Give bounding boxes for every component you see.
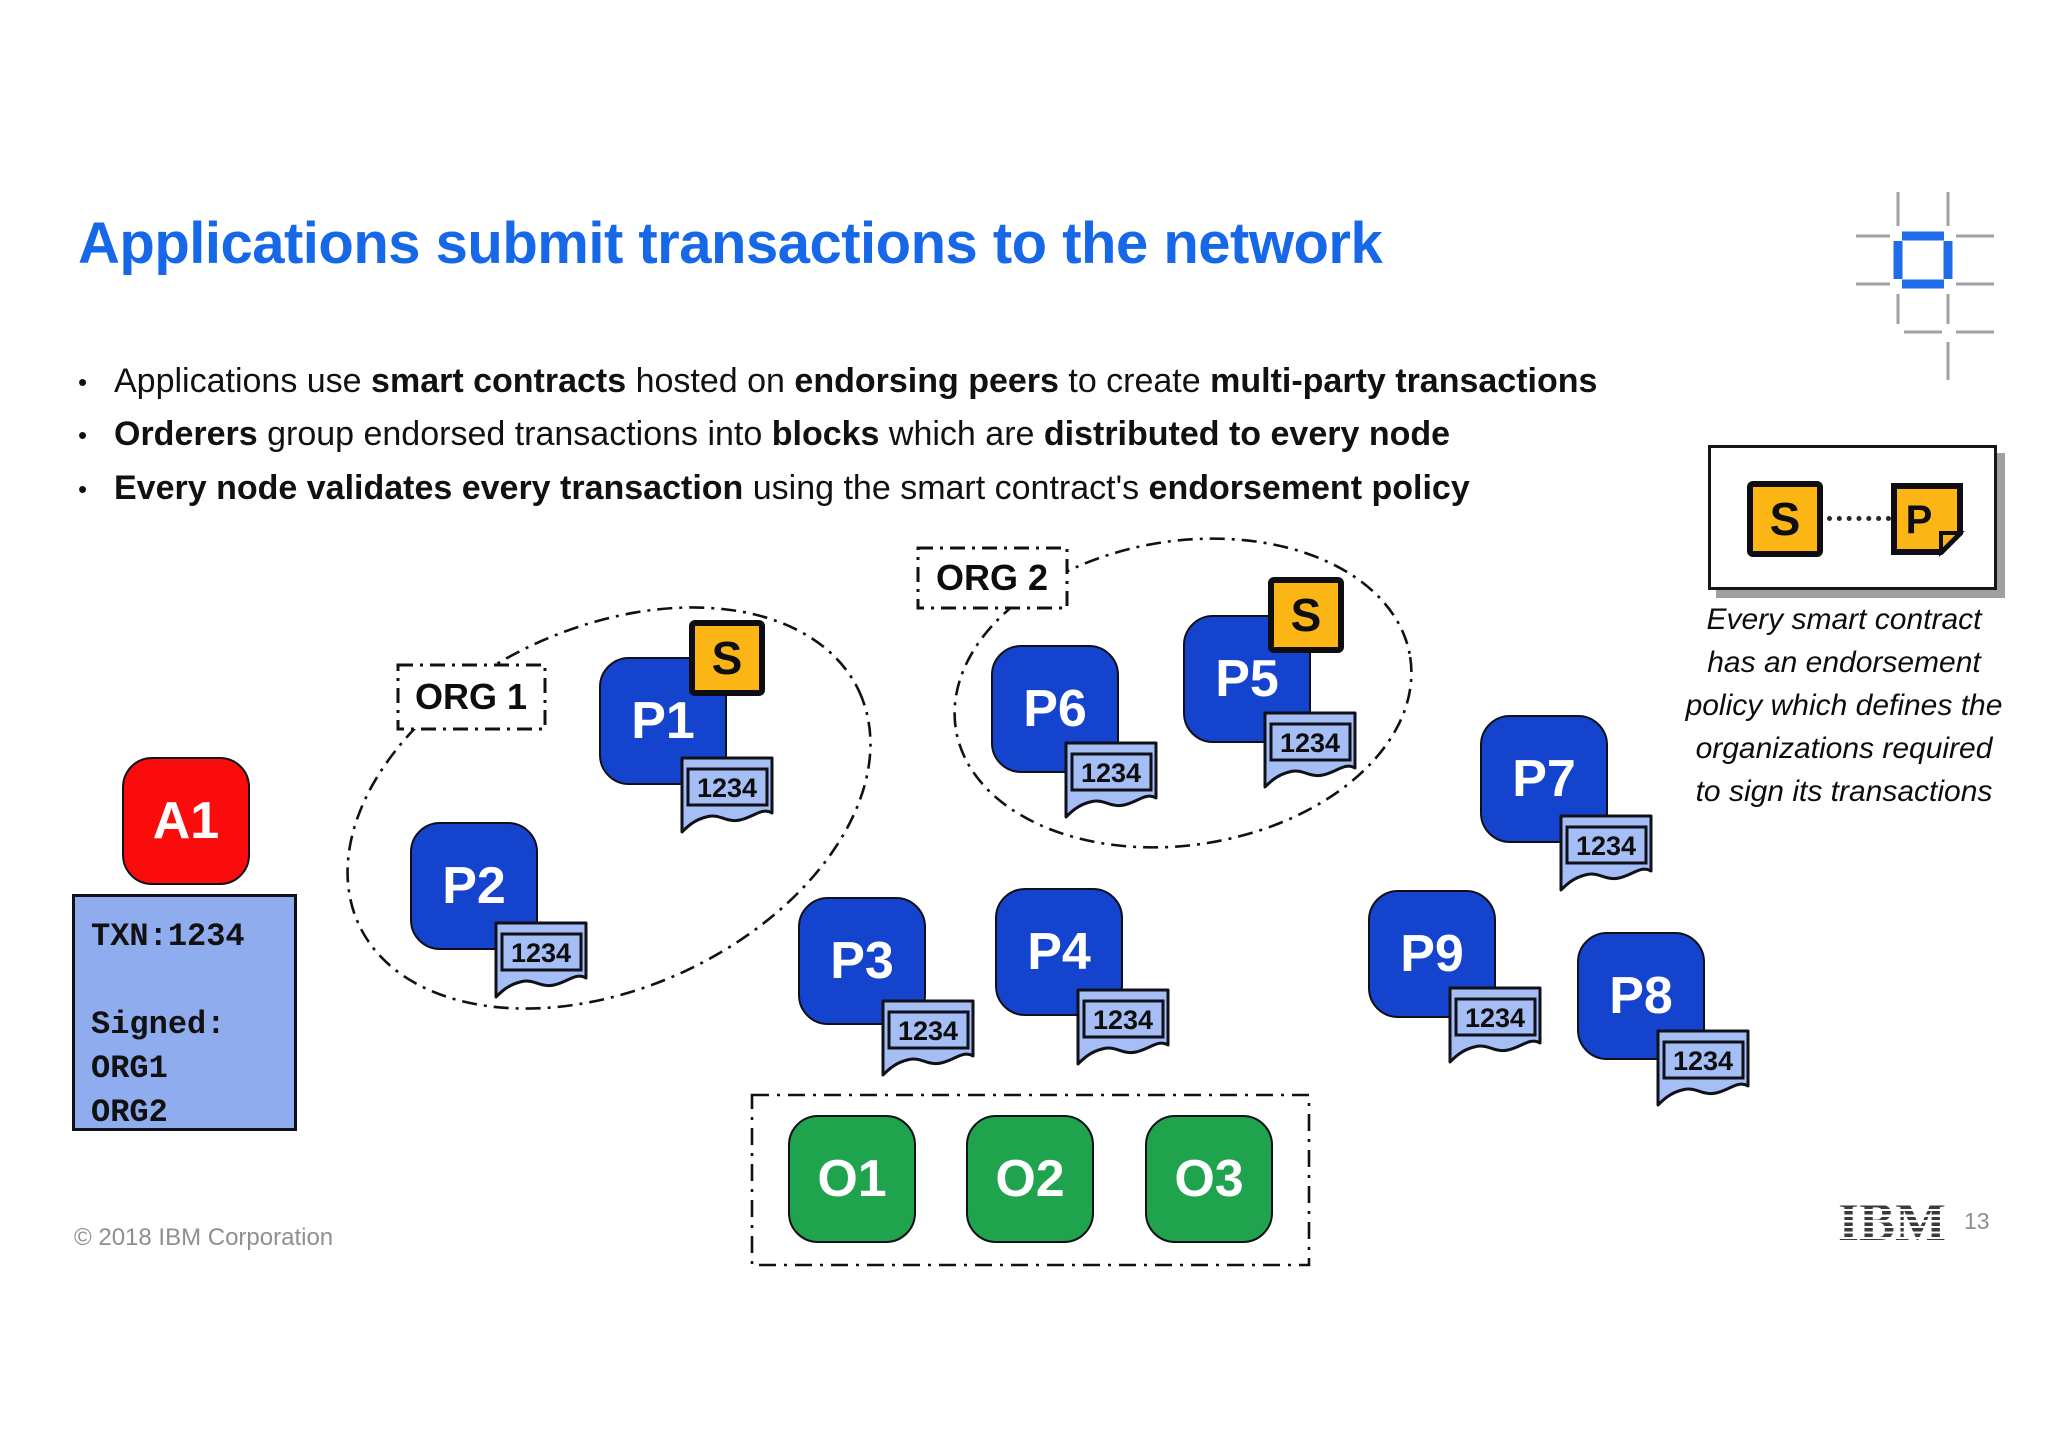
- block-doc-p8: 1234: [1655, 1028, 1752, 1117]
- block-doc-p5: 1234: [1262, 710, 1359, 799]
- block-doc-p3: 1234: [880, 998, 977, 1087]
- svg-text:1234: 1234: [697, 773, 757, 803]
- org2-label-box: ORG 2: [916, 546, 1069, 610]
- bullet-text: Orderers group endorsed transactions int…: [114, 415, 1451, 453]
- svg-text:1234: 1234: [1280, 728, 1340, 758]
- page-number: 13: [1964, 1208, 1990, 1234]
- block-doc-p1: 1234: [679, 755, 776, 844]
- smart-contract-badge-2: S: [1268, 577, 1344, 653]
- svg-text:1234: 1234: [1465, 1003, 1525, 1033]
- bullet-text: Every node validates every transaction u…: [114, 469, 1470, 507]
- txn-line-2: [91, 959, 294, 1003]
- svg-text:1234: 1234: [511, 938, 571, 968]
- legend-caption-line-5: to sign its transactions: [1695, 775, 1993, 808]
- application-node: A1: [122, 757, 250, 885]
- block-doc-p6: 1234: [1063, 740, 1160, 829]
- bullet-marker: •: [78, 474, 88, 504]
- legend-caption: Every smart contract has an endorsement po…: [1646, 598, 2042, 813]
- peer-node-p8: P8: [1577, 932, 1705, 1060]
- org1-label-border: [396, 663, 547, 731]
- bullet-item-3: • Every node validates every transaction …: [78, 467, 1878, 511]
- svg-text:1234: 1234: [1081, 758, 1141, 788]
- bullet-text: Applications use smart contracts hosted …: [114, 362, 1598, 400]
- block-doc-p7: 1234: [1558, 813, 1655, 902]
- org1-boundary-ellipse: [346, 606, 872, 1010]
- dotted-link-icon: [1827, 516, 1891, 521]
- legend-caption-line-2: has an endorsement: [1707, 646, 1981, 679]
- legend-smart-contract-badge: S: [1747, 481, 1823, 557]
- bullet-marker: •: [78, 420, 88, 450]
- legend-caption-line-1: Every smart contract: [1706, 603, 1982, 636]
- block-doc-p9: 1234: [1447, 985, 1544, 1074]
- bullet-list: • Applications use smart contracts hosted…: [78, 360, 1878, 520]
- legend-peer-label: P: [1906, 498, 1933, 542]
- peer-node-p4: P4: [995, 888, 1123, 1016]
- org2-boundary-ellipse: [953, 537, 1413, 849]
- legend-caption-line-3: policy which defines the: [1685, 689, 2003, 722]
- endorsement-policy-legend: S P: [1708, 445, 1997, 590]
- grid-crosshair-icon: [1856, 192, 1994, 380]
- txn-line-3: Signed:: [91, 1006, 226, 1043]
- peer-node-p2: P2: [410, 822, 538, 950]
- ibm-8bar-logo: IBM: [1838, 1192, 1946, 1252]
- orderer-node-o3: O3: [1145, 1115, 1273, 1243]
- bullet-marker: •: [78, 367, 88, 397]
- copyright-text: © 2018 IBM Corporation: [74, 1224, 334, 1251]
- block-doc-p4: 1234: [1075, 987, 1172, 1076]
- page-title: Applications submit transactions to the …: [78, 211, 1383, 276]
- org2-label-border: [916, 546, 1069, 610]
- svg-text:1234: 1234: [898, 1016, 958, 1046]
- svg-text:1234: 1234: [1093, 1005, 1153, 1035]
- bullet-item-2: • Orderers group endorsed transactions in…: [78, 413, 1878, 457]
- svg-text:1234: 1234: [1576, 831, 1636, 861]
- legend-caption-line-4: organizations required: [1695, 732, 1993, 765]
- txn-line-4: ORG1: [91, 1050, 168, 1087]
- svg-text:1234: 1234: [1673, 1046, 1733, 1076]
- txn-line-1: TXN:1234: [91, 918, 245, 955]
- smart-contract-badge-1: S: [689, 620, 765, 696]
- bullet-item-1: • Applications use smart contracts hosted…: [78, 360, 1878, 404]
- legend-peer-note-icon: P: [1891, 483, 1965, 557]
- org1-label-box: ORG 1: [396, 663, 547, 731]
- orderer-node-o1: O1: [788, 1115, 916, 1243]
- orderers-group-box: [750, 1093, 1311, 1267]
- orderer-node-o2: O2: [966, 1115, 1094, 1243]
- org2-label: ORG 2: [936, 557, 1048, 598]
- txn-line-5: ORG2: [91, 1094, 168, 1131]
- org1-label: ORG 1: [415, 676, 527, 717]
- block-doc-p2: 1234: [493, 920, 590, 1009]
